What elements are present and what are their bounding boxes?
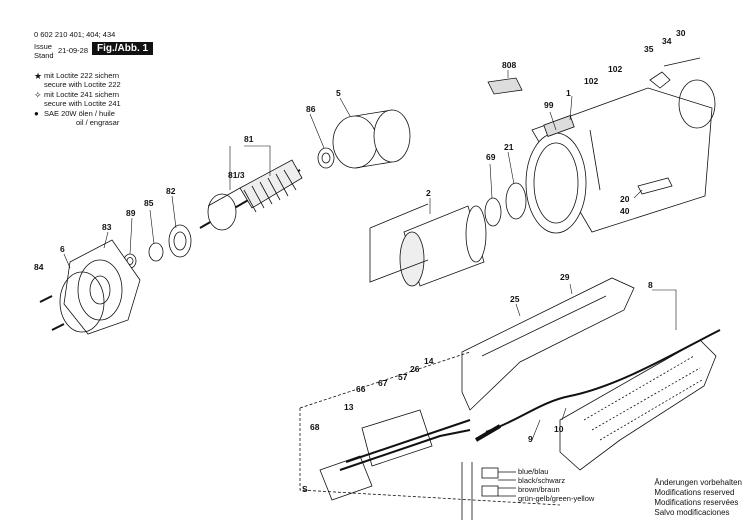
legend-item-loctite-241: ✧ mit Loctite 241 sichern secure with Lo… (34, 90, 121, 108)
power-cable (474, 329, 721, 442)
part-label: 5 (336, 88, 341, 98)
outline-dashed (299, 351, 561, 506)
part-label: 9 (528, 434, 533, 444)
legend-line: secure with Loctite 222 (44, 79, 121, 89)
wire-label: black/schwarz (518, 476, 565, 485)
note-line: Änderungen vorbehalten (654, 478, 742, 487)
part-label: 14 (424, 356, 434, 366)
seal-ring (148, 242, 164, 262)
part-label: 68 (310, 422, 320, 432)
motor-housing (525, 87, 713, 234)
bearing-cap (332, 109, 411, 169)
part-label: 102 (584, 76, 598, 86)
note-line: Modifications reserved (654, 488, 735, 497)
fan-ring (168, 224, 192, 258)
legend-line: secure with Loctite 241 (44, 98, 121, 108)
modification-notes: Änderungen vorbehalten Modifications res… (654, 478, 742, 518)
legend-item-loctite-222: ★ mit Loctite 222 sichern secure with Lo… (34, 71, 121, 89)
issue-date: 21-09-28 (58, 46, 89, 55)
part-label: 57 (398, 372, 408, 382)
legend-line: SAE 20W ölen / huile (44, 109, 115, 118)
oil-drop-icon: ● (34, 109, 39, 118)
part-label: 66 (356, 384, 366, 394)
label-plate (487, 77, 523, 95)
part-label: 21 (504, 142, 514, 152)
switch-assembly (319, 409, 471, 501)
screws (39, 295, 65, 331)
part-label: 89 (126, 208, 136, 218)
outline-box (369, 203, 429, 283)
part-label: 29 (560, 272, 570, 282)
part-label: 40 (620, 206, 630, 216)
part-label: 83 (102, 222, 112, 232)
part-label: 30 (676, 28, 686, 38)
o-ring (484, 197, 502, 227)
part-number: 0 602 210 401; 404; 434 (34, 30, 116, 39)
armature (199, 159, 303, 231)
part-label: 2 (426, 188, 431, 198)
part-label: 35 (644, 44, 654, 54)
part-label: 1 (566, 88, 571, 98)
legend-line: oil / engrasar (76, 117, 120, 127)
legend-line: mit Loctite 222 sichern (44, 71, 120, 80)
part-label: 99 (544, 100, 554, 110)
wire-labels: blue/blau black/schwarz brown/braun grün… (518, 467, 595, 503)
part-label: 10 (554, 424, 564, 434)
part-label: 69 (486, 152, 496, 162)
part-numbers: 808 30 34 35 102 102 1 99 5 86 81 81/3 8… (34, 28, 686, 494)
issue-label: Issue (34, 42, 52, 51)
legend-item-oil: ● SAE 20W ölen / huile oil / engrasar (34, 109, 120, 127)
handle (461, 277, 717, 471)
part-label: 81/3 (228, 170, 245, 180)
part-label: 67 (378, 378, 388, 388)
part-label: 82 (166, 186, 176, 196)
part-label: 8 (648, 280, 653, 290)
leader-lines (63, 70, 677, 441)
bearing (317, 147, 335, 169)
part-label: 86 (306, 104, 316, 114)
star-icon: ★ (34, 71, 43, 81)
part-label: 20 (620, 194, 630, 204)
note-line: Modifications reservées (654, 498, 739, 507)
legend-line: mit Loctite 241 sichern (44, 90, 120, 99)
wire-label: grün-gelb/green-yellow (518, 494, 595, 503)
part-label: 25 (510, 294, 520, 304)
figure-label: Fig./Abb. 1 (92, 42, 154, 55)
wire-label: blue/blau (518, 467, 548, 476)
spacer-ring (505, 182, 527, 220)
part-label: 84 (34, 262, 44, 272)
wire-label: brown/braun (518, 485, 560, 494)
part-label: 808 (502, 60, 516, 70)
diamond-star-icon: ✧ (34, 90, 42, 100)
part-label: 85 (144, 198, 154, 208)
retaining-clip (649, 57, 716, 129)
part-label: 102 (608, 64, 622, 74)
part-label: 13 (344, 402, 354, 412)
part-label: 6 (60, 244, 65, 254)
note-line: Salvo modificaciones (654, 508, 730, 517)
end-shield (59, 239, 141, 335)
stand-label: Stand (34, 51, 54, 60)
field-winding (399, 205, 487, 287)
part-label: 34 (662, 36, 672, 46)
part-label: S (302, 484, 308, 494)
wire-legend (461, 462, 516, 520)
part-label: 81 (244, 134, 254, 144)
part-label: 26 (410, 364, 420, 374)
